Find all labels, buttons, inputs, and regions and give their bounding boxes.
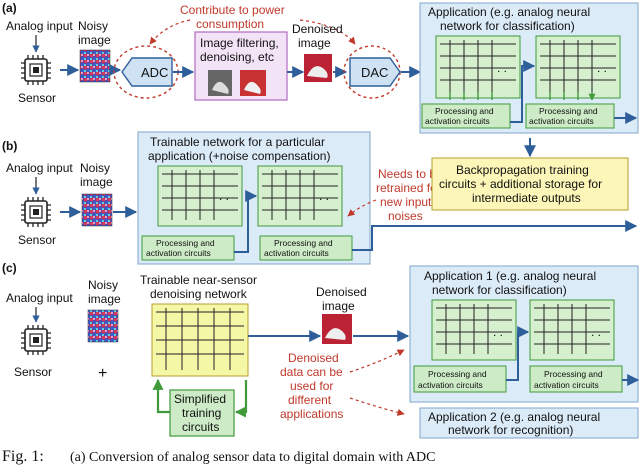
processing-b-1-line1: Processing and <box>156 238 215 248</box>
processing-box-c-2 <box>529 365 623 393</box>
processing-box-a-2 <box>525 103 615 129</box>
backprop-box <box>431 157 629 211</box>
panel-c: (c) Analog input Sensor Noisy image + Tr… <box>2 261 640 439</box>
power-note-2: consumption <box>196 17 264 31</box>
noisy-image-b-2: image <box>80 175 113 189</box>
noisy-image-c-1: Noisy <box>88 278 118 292</box>
processing-box-b-1 <box>141 235 235 261</box>
denoised-label-c-2: image <box>322 299 355 313</box>
denoised-label-a-2: image <box>298 36 331 50</box>
svg-text:. .: . . <box>591 325 601 339</box>
app1-label-2: network for classification) <box>432 283 567 297</box>
processing-b-1-line2: activation circuits <box>146 248 211 258</box>
processing-b-2-line2: activation circuits <box>264 248 329 258</box>
processing-box-b-2 <box>259 235 353 261</box>
power-note-1: Contribute to power <box>180 3 285 17</box>
simplified-label-2: training <box>182 406 221 420</box>
processing-b-2-line1: Processing and <box>274 238 333 248</box>
svg-text:. .: . . <box>219 189 229 203</box>
near-sensor-label-1: Trainable near-sensor <box>140 273 257 287</box>
sensor-label-b: Sensor <box>18 233 56 247</box>
caption-prefix: Fig. 1: <box>2 448 44 465</box>
noisy-image-b-1: Noisy <box>80 161 110 175</box>
app1-label-1: Application 1 (e.g. analog neural <box>424 269 596 283</box>
simplified-training-box <box>169 389 235 437</box>
near-sensor-label-2: denoising network <box>150 287 248 301</box>
processing-a-1-line1: Processing and <box>435 106 494 116</box>
denoised-note-4: different <box>288 393 332 407</box>
processing-c-1-line1: Processing and <box>428 369 487 379</box>
denoised-label-a-1: Denoised <box>292 22 343 36</box>
noisy-image-c-2: image <box>88 292 121 306</box>
adc-block <box>121 57 173 87</box>
panel-b: (b) Analog input Sensor Noisy image Trai… <box>2 131 638 265</box>
processing-box-a-1 <box>421 103 511 129</box>
retrain-note-2: retrained for <box>376 181 441 195</box>
denoised-note-5: applications <box>280 407 343 421</box>
noisy-image-thumbnail-c <box>87 309 119 343</box>
application-a-label-1: Application (e.g. analog neural <box>428 5 590 19</box>
retrain-note-3: new input <box>380 195 432 209</box>
sensor-chip-icon-c <box>20 324 52 356</box>
noisy-image-thumbnail <box>79 49 111 83</box>
denoised-note-1: Denoised <box>288 351 339 365</box>
svg-text:. .: . . <box>597 61 607 75</box>
retrain-note-1: Needs to be <box>378 167 443 181</box>
noisy-image-label-2: image <box>78 33 111 47</box>
noisy-image-thumbnail-b <box>81 193 113 227</box>
dac-label: DAC <box>361 65 388 80</box>
analog-input-label-b: Analog input <box>6 161 73 175</box>
plus-sign: + <box>98 365 107 382</box>
backprop-label-3: intermediate outputs <box>472 191 581 205</box>
sensor-chip-icon <box>20 54 52 86</box>
backprop-label-1: Backpropagation training <box>456 163 589 177</box>
analog-input-label-c: Analog input <box>6 291 73 305</box>
simplified-label-3: circuits <box>182 420 219 434</box>
panel-b-tag: (b) <box>2 139 17 153</box>
processing-a-1-line2: activation circuits <box>425 116 490 126</box>
svg-text:. .: . . <box>319 189 329 203</box>
sensor-label-c: Sensor <box>14 365 52 379</box>
trainable-label-1: Trainable network for a particular <box>150 135 325 149</box>
analog-input-label: Analog input <box>6 19 73 33</box>
processing-c-1-line2: activation circuits <box>418 380 483 390</box>
panel-a: (a) Analog input Sensor Noisy image ADC … <box>2 1 639 134</box>
noisy-image-label-1: Noisy <box>78 19 108 33</box>
application-a-label-2: network for classification) <box>440 19 575 33</box>
processing-a-2-line1: Processing and <box>539 106 598 116</box>
panel-a-tag: (a) <box>2 1 17 15</box>
processing-c-2-line2: activation circuits <box>534 380 599 390</box>
svg-text:. .: . . <box>493 325 503 339</box>
backprop-label-2: circuits + additional storage for <box>439 177 602 191</box>
app2-label-2: network for recognition) <box>448 423 573 437</box>
caption-text: (a) Conversion of analog sensor data to … <box>70 450 436 465</box>
sensor-chip-icon-b <box>20 196 52 228</box>
dac-block <box>349 57 401 87</box>
denoised-label-c-1: Denoised <box>316 285 367 299</box>
filtering-label-1: Image filtering, <box>200 36 279 50</box>
processing-box-c-1 <box>413 365 507 393</box>
processing-c-2-line1: Processing and <box>544 369 603 379</box>
application-2-box <box>419 407 639 439</box>
processing-a-2-line2: activation circuits <box>529 116 594 126</box>
retrain-note-4: noises <box>388 209 423 223</box>
sensor-label: Sensor <box>18 91 56 105</box>
trainable-label-2: application (+noise compensation) <box>148 149 330 163</box>
denoised-note-3: used for <box>290 379 333 393</box>
svg-text:. .: . . <box>497 61 507 75</box>
app2-label-1: Application 2 (e.g. analog neural <box>428 410 600 424</box>
panel-c-tag: (c) <box>2 261 17 275</box>
filtering-label-2: denoising, etc <box>200 50 274 64</box>
adc-label: ADC <box>141 65 168 80</box>
denoised-note-2: data can be <box>280 365 343 379</box>
simplified-label-1: Simplified <box>174 392 226 406</box>
